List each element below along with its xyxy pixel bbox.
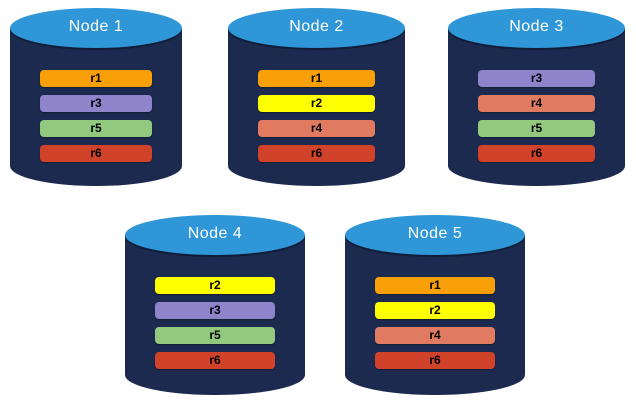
replica-bar-r3[interactable]: r3 [40,95,152,112]
replica-stack: r1 r2 r4 r6 [258,70,375,162]
replica-bar-r4[interactable]: r4 [258,120,375,137]
replica-stack: r1 r2 r4 r6 [375,277,495,369]
replica-bar-r1[interactable]: r1 [258,70,375,87]
replica-stack: r1 r3 r5 r6 [40,70,152,162]
replica-bar-r4[interactable]: r4 [478,95,595,112]
replica-bar-r5[interactable]: r5 [40,120,152,137]
replica-bar-r5[interactable]: r5 [478,120,595,137]
replica-stack: r3 r4 r5 r6 [478,70,595,162]
replica-stack: r2 r3 r5 r6 [155,277,275,369]
replica-bar-r2[interactable]: r2 [375,302,495,319]
replica-bar-r3[interactable]: r3 [478,70,595,87]
cylinder-top-ellipse [125,215,305,255]
replica-bar-r2[interactable]: r2 [258,95,375,112]
replica-bar-r6[interactable]: r6 [155,352,275,369]
replica-bar-r1[interactable]: r1 [375,277,495,294]
cylinder-top-ellipse [228,8,405,48]
replica-bar-r6[interactable]: r6 [258,145,375,162]
replica-bar-r3[interactable]: r3 [155,302,275,319]
replica-bar-r1[interactable]: r1 [40,70,152,87]
cylinder-top-ellipse [345,215,525,255]
cylinder-top-ellipse [448,8,625,48]
cylinder-top-ellipse [10,8,182,48]
replica-bar-r5[interactable]: r5 [155,327,275,344]
replica-bar-r6[interactable]: r6 [375,352,495,369]
replica-bar-r2[interactable]: r2 [155,277,275,294]
replica-bar-r4[interactable]: r4 [375,327,495,344]
replica-bar-r6[interactable]: r6 [40,145,152,162]
replica-bar-r6[interactable]: r6 [478,145,595,162]
